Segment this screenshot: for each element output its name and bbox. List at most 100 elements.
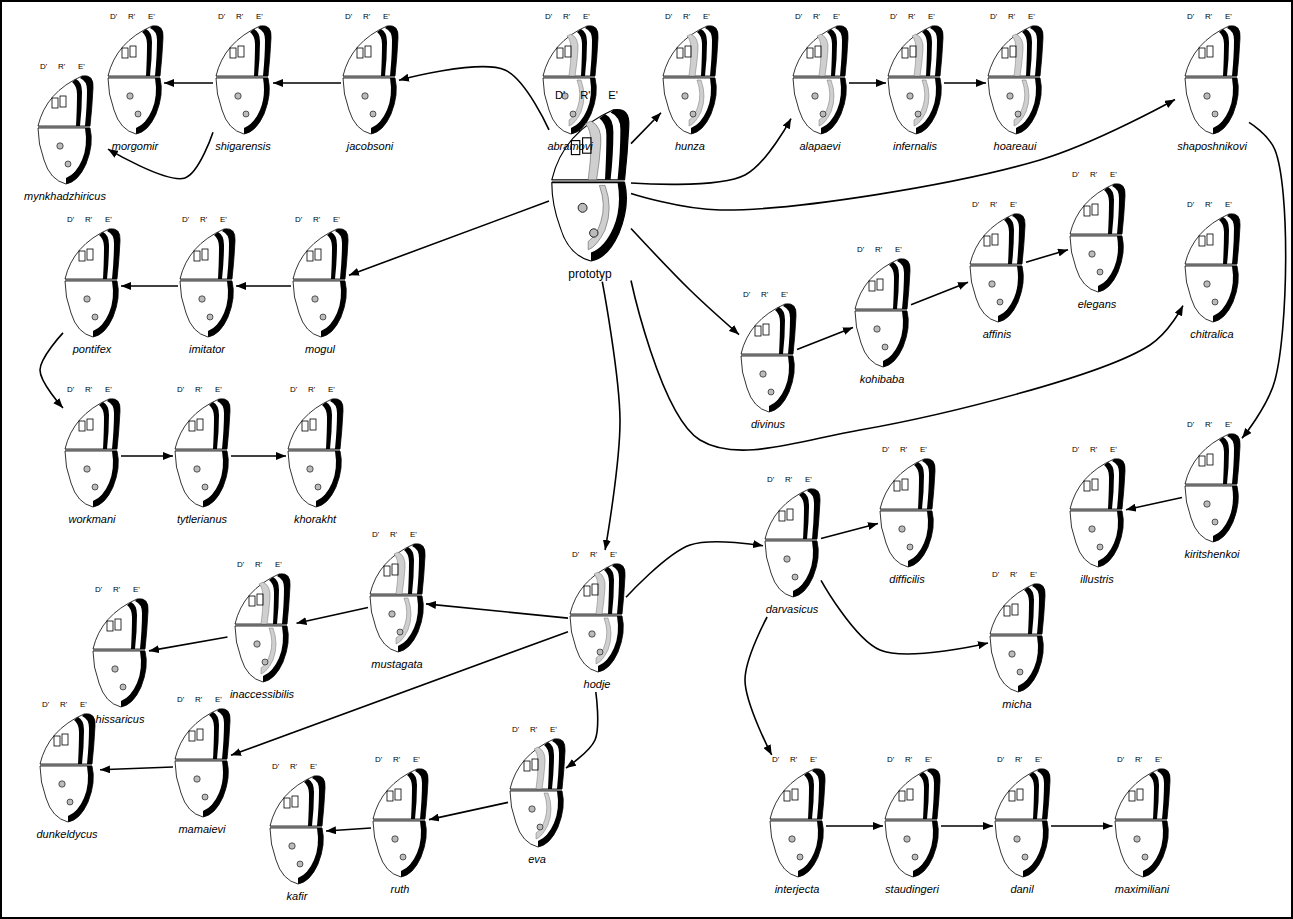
taxon-name: alapaevi bbox=[800, 139, 841, 153]
wing-pattern-node: D'R'E'hunza bbox=[661, 12, 719, 154]
forewing bbox=[216, 26, 271, 76]
label-row: hodje bbox=[568, 674, 626, 692]
label-row: hoareaui bbox=[986, 136, 1044, 154]
wing-pattern-node: D'R'E'kafir bbox=[268, 762, 326, 904]
marginal-band bbox=[783, 304, 796, 354]
hindwing-margin bbox=[203, 761, 228, 817]
descent-arrow bbox=[944, 82, 986, 84]
vein-letters: D'R'E' bbox=[106, 12, 164, 24]
submarginal-band bbox=[799, 492, 809, 539]
marginal-band bbox=[258, 26, 271, 76]
vein-letter: D' bbox=[95, 585, 102, 595]
label-row: divinus bbox=[739, 414, 797, 432]
submarginal-band bbox=[127, 602, 137, 649]
marginal-band bbox=[312, 776, 325, 826]
stippled-band bbox=[534, 747, 545, 789]
ocellus bbox=[84, 466, 90, 472]
ocellus bbox=[1022, 854, 1028, 860]
wing-drawing bbox=[288, 399, 343, 507]
cell-spot bbox=[1129, 791, 1135, 801]
forewing bbox=[510, 739, 565, 789]
wing-illustration bbox=[63, 227, 121, 339]
wing-illustration bbox=[549, 107, 630, 264]
vein-letter: R' bbox=[85, 385, 92, 395]
vein-letter: D' bbox=[992, 570, 999, 580]
hindwing-margin bbox=[793, 541, 818, 597]
wing-divider bbox=[175, 760, 227, 761]
forewing bbox=[343, 26, 398, 76]
wing-pattern-node: D'R'E'kohibaba bbox=[853, 245, 911, 387]
cell-spot bbox=[87, 419, 93, 430]
vein-letter: D' bbox=[272, 762, 279, 772]
descent-arrow bbox=[821, 524, 878, 539]
taxon-name: mamaievi bbox=[178, 822, 225, 836]
cell-spot bbox=[572, 140, 580, 154]
vein-letter: R' bbox=[60, 700, 67, 710]
descent-arrow bbox=[602, 282, 620, 550]
vein-letter: D' bbox=[997, 755, 1004, 765]
descent-arrow bbox=[626, 542, 763, 598]
wing-drawing bbox=[888, 26, 943, 134]
hindwing bbox=[175, 761, 228, 817]
hindwing bbox=[175, 451, 228, 507]
ocellus bbox=[84, 296, 90, 302]
hindwing-margin bbox=[883, 311, 908, 367]
cell-spot bbox=[107, 621, 113, 631]
forewing bbox=[543, 26, 598, 76]
wing-divider bbox=[988, 77, 1040, 78]
wing-drawing bbox=[510, 739, 565, 847]
cell-spot bbox=[592, 584, 598, 595]
hindwing bbox=[988, 78, 1041, 134]
hindwing-margin bbox=[1098, 236, 1123, 292]
forewing bbox=[988, 26, 1043, 76]
descent-arrow bbox=[849, 82, 886, 84]
vein-letter: D' bbox=[890, 12, 897, 22]
wing-pattern-node: D'R'E'alapaevi bbox=[791, 12, 849, 154]
taxon-name: prototyp bbox=[568, 267, 611, 281]
hindwing-margin bbox=[93, 281, 118, 337]
taxon-name: chitralica bbox=[1190, 327, 1233, 341]
vein-letter: E' bbox=[333, 215, 340, 225]
wing-drawing bbox=[370, 544, 425, 652]
wing-drawing bbox=[663, 26, 718, 134]
vein-letter: E' bbox=[608, 90, 618, 100]
wing-divider bbox=[1070, 510, 1122, 511]
stippled-band bbox=[394, 552, 405, 594]
label-row: imitator bbox=[178, 339, 236, 357]
wing-divider bbox=[370, 595, 422, 596]
wing-illustration bbox=[38, 712, 96, 824]
wing-illustration bbox=[883, 767, 941, 879]
submarginal-band bbox=[827, 29, 837, 76]
wing-drawing bbox=[235, 574, 290, 682]
vein-letter: D' bbox=[512, 725, 519, 735]
vein-letter: D' bbox=[177, 385, 184, 395]
wing-drawing bbox=[1185, 214, 1240, 322]
hindwing-margin bbox=[401, 821, 426, 877]
vein-letters: D'R'E' bbox=[886, 12, 944, 24]
marginal-band bbox=[330, 399, 343, 449]
wing-pattern-node: D'R'E'affinis bbox=[968, 200, 1026, 342]
forewing bbox=[880, 459, 935, 509]
vein-letter: D' bbox=[1117, 755, 1124, 765]
taxon-name: mogul bbox=[305, 342, 335, 356]
forewing bbox=[65, 229, 120, 279]
descent-arrow bbox=[566, 692, 598, 768]
wing-illustration bbox=[286, 397, 344, 509]
descent-arrow bbox=[164, 82, 213, 84]
ocellus bbox=[389, 611, 395, 617]
marginal-band bbox=[80, 76, 93, 126]
wing-illustration bbox=[986, 24, 1044, 136]
anal-spot bbox=[916, 555, 920, 559]
hindwing-margin bbox=[1143, 821, 1168, 877]
cell-spot bbox=[815, 46, 821, 57]
cell-spot bbox=[189, 731, 195, 741]
taxon-name: hoareaui bbox=[994, 139, 1037, 153]
submarginal-band bbox=[1024, 587, 1034, 634]
hindwing-margin bbox=[598, 616, 623, 672]
marginal-band bbox=[897, 259, 910, 309]
submarginal-band bbox=[1219, 29, 1229, 76]
ocellus bbox=[874, 326, 880, 332]
ocellus bbox=[120, 684, 126, 690]
cell-spot bbox=[902, 48, 908, 58]
wing-illustration bbox=[988, 582, 1046, 694]
